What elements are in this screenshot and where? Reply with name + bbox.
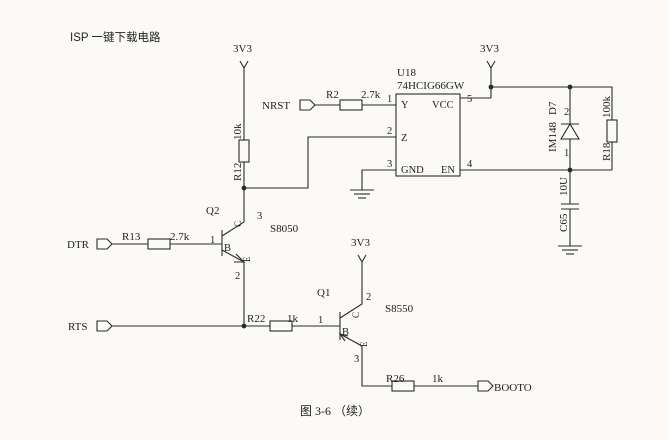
r22-value: 1k	[287, 313, 299, 325]
r12-ref: R12	[232, 163, 244, 181]
junction-rts	[241, 323, 247, 329]
q1-b: B	[342, 327, 349, 338]
transistor-q1: B C E Q1 S8550 1 2 3	[317, 262, 414, 387]
dtr-label: DTR	[67, 239, 90, 251]
vcc-symbol-top-right: 3V3	[480, 43, 499, 70]
rts-label: RTS	[68, 321, 88, 333]
boot0-label: BOOTO	[494, 382, 532, 394]
port-rts: RTS	[68, 320, 113, 333]
q2-e: E	[242, 256, 252, 262]
resistor-r22: R22 1k	[247, 313, 299, 332]
q1-e: E	[359, 341, 369, 347]
ic-ref: U18	[397, 67, 416, 79]
wire-ic-gnd	[361, 169, 396, 190]
diagram-title: ISP 一键下载电路	[70, 30, 161, 44]
q1-pin-b: 1	[318, 315, 323, 326]
vcc-label-top-right: 3V3	[480, 43, 499, 55]
ground-symbol-ic	[350, 189, 374, 199]
q2-pin-b: 1	[210, 235, 215, 246]
resistor-r26: R26 1k	[386, 373, 444, 392]
q1-part: S8550	[385, 303, 414, 315]
r13-value: 2.7k	[170, 231, 190, 243]
d7-ref: D7	[547, 101, 559, 115]
r26-ref: R26	[386, 373, 405, 385]
junction-vcc	[488, 84, 494, 90]
ic-part: 74HCIG66GW	[397, 80, 465, 92]
c65-value: 10U	[558, 177, 570, 196]
q2-b: B	[224, 243, 231, 254]
r18-ref: R18	[601, 142, 613, 161]
ic-pin-y: Y	[401, 100, 409, 111]
d7-part: IM148	[547, 122, 559, 152]
resistor-r2: R2 2.7k	[326, 89, 381, 111]
c65-ref: C65	[558, 213, 570, 232]
resistor-r18: 100k R18	[601, 96, 618, 170]
port-dtr: DTR	[67, 238, 113, 251]
wire-vcc-rail	[490, 86, 613, 120]
d7-pin-bottom: 1	[564, 148, 569, 159]
transistor-q2: B C E Q2 S8050 1 3 2	[206, 205, 299, 324]
ic-pin-num-5: 5	[467, 94, 472, 105]
q1-pin-e: 3	[354, 354, 359, 365]
r26-value: 1k	[432, 373, 444, 385]
r2-value: 2.7k	[361, 89, 381, 101]
q2-pin-e: 2	[235, 271, 240, 282]
vcc-symbol-top-left: 3V3	[233, 43, 252, 140]
wire-z	[244, 136, 396, 189]
r12-value: 10k	[232, 123, 244, 140]
ic-pin-vcc: VCC	[432, 100, 454, 111]
r13-ref: R13	[122, 231, 141, 243]
vcc-symbol-q1: 3V3	[351, 237, 370, 264]
q2-pin-c: 3	[257, 211, 262, 222]
r22-ref: R22	[247, 313, 265, 325]
ic-u18: U18 74HCIG66GW Y Z GND VCC EN 1 2 3 4 5	[387, 67, 473, 177]
capacitor-c65: 10U C65	[558, 170, 579, 246]
r18-value: 100k	[601, 96, 613, 119]
ic-pin-z: Z	[401, 133, 407, 144]
q2-part: S8050	[270, 223, 299, 235]
resistor-r13: R13 2.7k	[122, 231, 190, 250]
ic-pin-en: EN	[441, 165, 455, 176]
r2-ref: R2	[326, 89, 339, 101]
q1-c: C	[351, 312, 361, 318]
vcc-label-q1: 3V3	[351, 237, 370, 249]
port-boot0: BOOTO	[477, 380, 532, 394]
q1-pin-c: 2	[366, 292, 371, 303]
ic-pin-gnd: GND	[401, 165, 424, 176]
d7-pin-top: 2	[564, 107, 569, 118]
figure-caption: 图 3-6 （续）	[300, 404, 370, 418]
ic-pin-num-1: 1	[387, 94, 392, 105]
q2-c: C	[233, 221, 243, 227]
ic-pin-num-3: 3	[387, 159, 392, 170]
q2-ref: Q2	[206, 205, 219, 217]
ground-symbol-cap	[558, 245, 582, 255]
port-nrst: NRST	[262, 99, 316, 112]
nrst-label: NRST	[262, 100, 290, 112]
q1-ref: Q1	[317, 287, 330, 299]
ic-pin-num-4: 4	[467, 159, 473, 170]
diode-d7: 2 1 D7 IM148	[547, 87, 580, 170]
resistor-r12: 10k R12	[232, 123, 250, 188]
vcc-label-top-left: 3V3	[233, 43, 252, 55]
ic-pin-num-2: 2	[387, 126, 392, 137]
